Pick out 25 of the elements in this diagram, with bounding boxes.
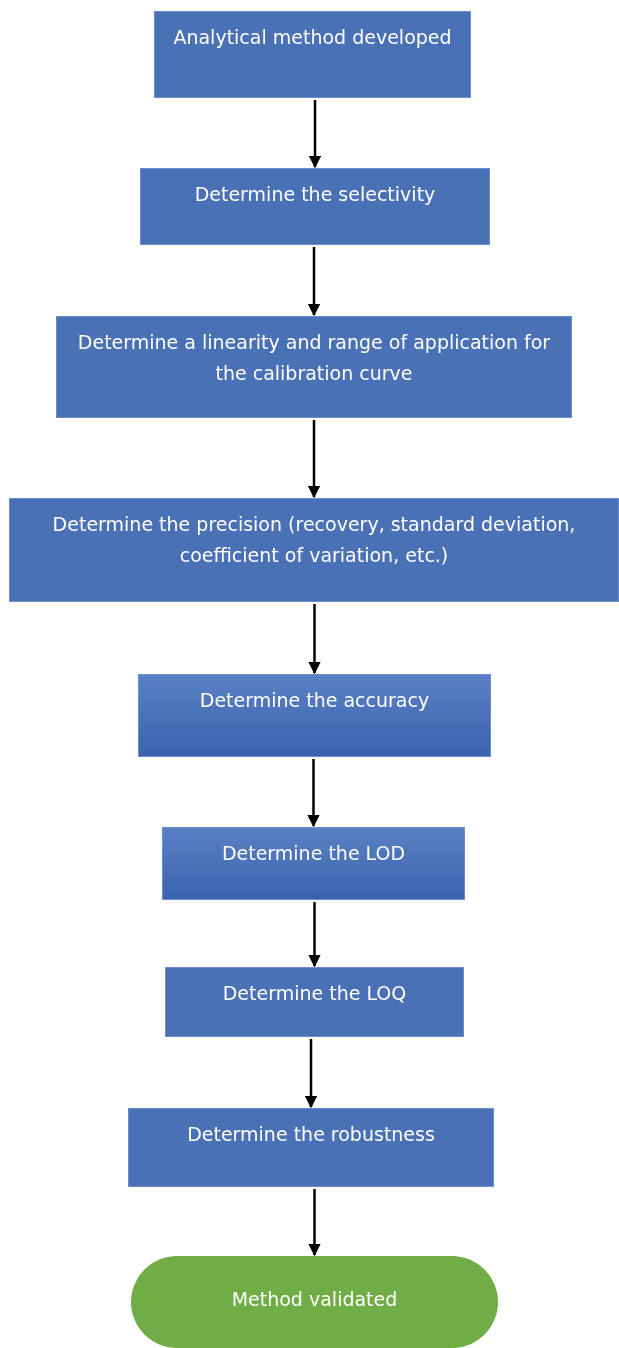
arrow: [307, 759, 320, 828]
arrow: [308, 100, 322, 169]
arrow: [304, 1039, 318, 1109]
arrow: [308, 1189, 321, 1257]
node-label: Determine the robustness: [187, 1122, 435, 1147]
process-box: [162, 827, 465, 900]
node-label: Determine a linearity and range of application for the calibration curve: [76, 330, 552, 386]
arrow: [308, 604, 321, 675]
node-label: Determine the accuracy: [199, 688, 430, 713]
arrow: [307, 247, 321, 317]
node-label: Determine the LOQ: [222, 981, 407, 1006]
node-label: Determine the precision (recovery, standard deviation, coefficient of variation, etc.): [51, 512, 577, 568]
node-label: Determine the selectivity: [194, 182, 436, 207]
process-box: [140, 168, 490, 245]
node-label: Analytical method developed: [173, 25, 452, 50]
node-label: Method validated: [231, 1286, 398, 1312]
process-box: [128, 1108, 494, 1187]
process-box: [154, 11, 471, 98]
arrow: [307, 420, 321, 499]
process-box: [138, 674, 491, 757]
arrow: [308, 902, 321, 968]
node-label: Determine the LOD: [221, 841, 406, 866]
process-box: [9, 498, 619, 602]
process-box: [56, 316, 572, 418]
process-box: [165, 967, 464, 1037]
